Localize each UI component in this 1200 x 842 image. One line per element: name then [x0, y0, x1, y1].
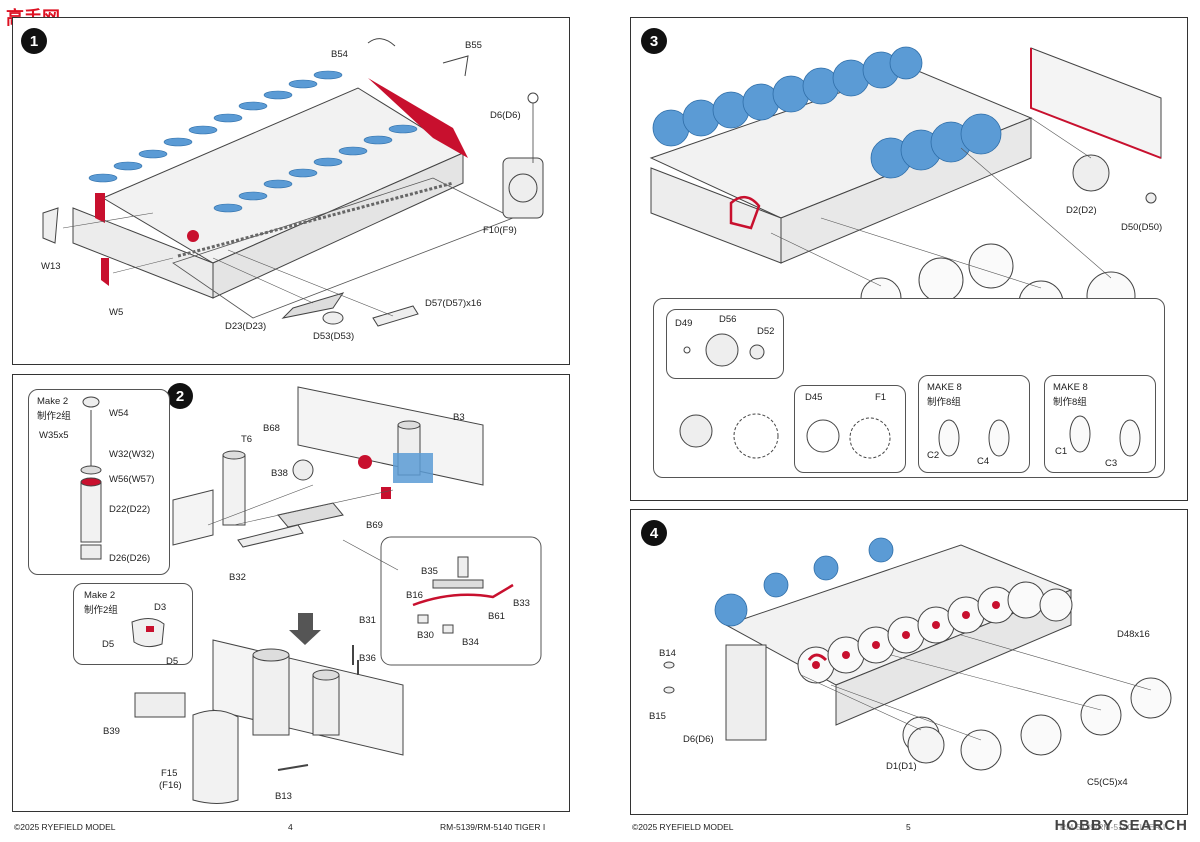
step-2-panel: 2 Make 2 制作2组 W54 W35x5 W32(W32) W56(W57… — [12, 374, 570, 812]
label-d6-step4: D6(D6) — [683, 734, 714, 745]
footer-left-copyright: ©2025 RYEFIELD MODEL — [14, 822, 116, 832]
label-d2: D2(D2) — [1066, 205, 1097, 216]
label-b36: B36 — [359, 653, 376, 664]
footer-left-page-number: 4 — [288, 822, 293, 832]
label-b68: B68 — [263, 423, 280, 434]
label-w13: W13 — [41, 261, 61, 272]
label-d23: D23(D23) — [225, 321, 267, 332]
label-w56: W56(W57) — [109, 474, 155, 485]
make-a-drawing — [80, 396, 102, 560]
step-4-drawing — [663, 537, 1172, 771]
label-b15: B15 — [649, 711, 666, 722]
step-3-panel: 3 D2(D2) D50(D50) — [630, 17, 1188, 501]
make-b-title: Make 2 — [84, 590, 116, 601]
sub-c-title-cn: 制作8组 — [927, 397, 961, 408]
label-b55: B55 — [465, 40, 482, 51]
label-b39: B39 — [103, 726, 120, 737]
label-c2: C2 — [927, 450, 940, 461]
label-f1: F1 — [875, 392, 887, 403]
label-d22: D22(D22) — [109, 504, 151, 515]
label-d50: D50(D50) — [1121, 222, 1163, 233]
label-c5x4: C5(C5)x4 — [1087, 777, 1128, 788]
label-d56: D56 — [719, 314, 737, 325]
make-b-drawing — [131, 618, 165, 648]
label-w54: W54 — [109, 408, 129, 419]
label-b32: B32 — [229, 572, 246, 583]
sprocket-b-drawing — [806, 417, 891, 459]
label-d52: D52 — [757, 326, 775, 337]
label-d45: D45 — [805, 392, 823, 403]
sub-d-title-cn: 制作8组 — [1053, 397, 1087, 408]
step-2-drawing — [134, 386, 542, 804]
label-f10: F10(F9) — [483, 225, 517, 236]
label-b30: B30 — [417, 630, 434, 641]
make-a-title-cn: 制作2组 — [37, 411, 71, 422]
footer-right-page-number: 5 — [906, 822, 911, 832]
label-b16: B16 — [406, 590, 423, 601]
make-2-subassembly-a: Make 2 制作2组 W54 W35x5 W32(W32) W56(W57) … — [28, 389, 170, 575]
label-t6: T6 — [241, 434, 253, 445]
sprocket-a-drawing — [683, 333, 765, 367]
step-3-number: 3 — [641, 28, 667, 54]
label-w5: W5 — [109, 307, 124, 318]
step-1-number: 1 — [21, 28, 47, 54]
sub-d-title: MAKE 8 — [1053, 382, 1088, 393]
step-2-number: 2 — [167, 383, 193, 409]
sub-c-title: MAKE 8 — [927, 382, 962, 393]
label-d48x16: D48x16 — [1117, 629, 1150, 640]
make-2-subassembly-b: Make 2 制作2组 D3 D5 D5 — [73, 583, 193, 667]
sprocket-sub-b: D45 F1 — [794, 385, 906, 473]
label-c3: C3 — [1105, 458, 1118, 469]
step-3-detail-outer: D49 D56 D52 D45 F1 MAKE 8 制作8组 C2 C4 — [653, 298, 1165, 478]
label-b38: B38 — [271, 468, 288, 479]
label-d5-right: D5 — [166, 656, 179, 667]
footer-right-copyright: ©2025 RYEFIELD MODEL — [632, 822, 734, 832]
label-b35: B35 — [421, 566, 438, 577]
label-d26: D26(D26) — [109, 553, 151, 564]
footer-right-product: RM-5139/RM-5140 TIGER I — [1060, 822, 1166, 832]
label-b13: B13 — [275, 791, 292, 802]
label-f16: (F16) — [159, 780, 182, 791]
label-d5-left: D5 — [102, 639, 115, 650]
label-d49: D49 — [675, 318, 693, 329]
step-4-number: 4 — [641, 520, 667, 546]
sub-c-drawing — [938, 419, 1010, 457]
label-d57: D57(D57)x16 — [425, 298, 482, 309]
label-d53: D53(D53) — [313, 331, 355, 342]
hobby-search-watermark: HOBBY SEARCH — [1054, 817, 1188, 834]
label-w32: W32(W32) — [109, 449, 155, 460]
sub-d-drawing — [1069, 415, 1141, 457]
roadwheel-sub-c: MAKE 8 制作8组 C2 C4 — [918, 375, 1030, 473]
sprocket-assembled-drawing — [679, 413, 779, 459]
footer-left-product: RM-5139/RM-5140 TIGER I — [440, 822, 546, 832]
label-b61: B61 — [488, 611, 505, 622]
label-b34: B34 — [462, 637, 479, 648]
label-f15: F15 — [161, 768, 178, 779]
step-3-drawing — [649, 46, 1162, 326]
label-b33: B33 — [513, 598, 530, 609]
label-c4: C4 — [977, 456, 990, 467]
label-w35x5: W35x5 — [39, 430, 69, 441]
sprocket-sub-a: D49 D56 D52 — [666, 309, 784, 379]
roadwheel-sub-d: MAKE 8 制作8组 C1 C3 — [1044, 375, 1156, 473]
label-b14: B14 — [659, 648, 676, 659]
step-4-panel: 4 B14 B15 D6(D6) D1(D1) D48x16 C — [630, 509, 1188, 815]
label-b3: B3 — [453, 412, 465, 423]
label-d6: D6(D6) — [490, 110, 521, 121]
label-b54: B54 — [331, 49, 348, 60]
label-b31: B31 — [359, 615, 376, 626]
label-c1: C1 — [1055, 446, 1068, 457]
step-1-panel: 1 — [12, 17, 570, 365]
make-b-title-cn: 制作2组 — [84, 605, 118, 616]
label-d3: D3 — [154, 602, 167, 613]
step-1-drawing — [42, 38, 544, 327]
label-d1: D1(D1) — [886, 761, 917, 772]
label-b69: B69 — [366, 520, 383, 531]
make-a-title: Make 2 — [37, 396, 69, 407]
